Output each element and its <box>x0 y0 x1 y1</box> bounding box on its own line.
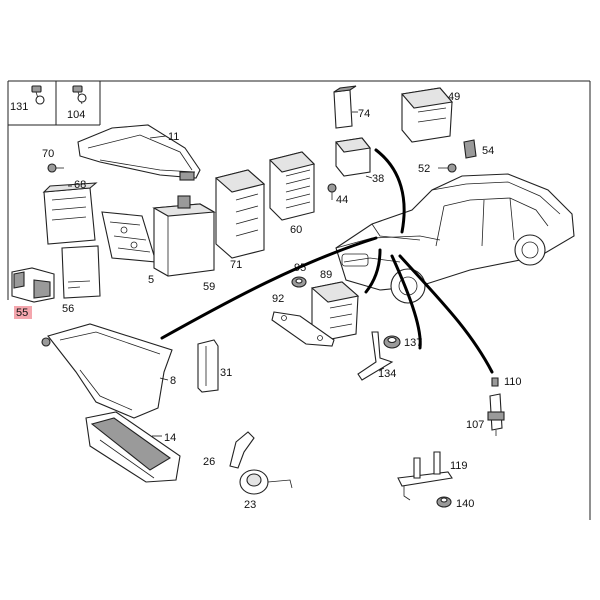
part-26-hose[interactable]: 26 <box>203 431 255 469</box>
label-8: 8 <box>170 375 176 387</box>
label-74: 74 <box>358 108 370 120</box>
label-38: 38 <box>372 173 384 185</box>
part-68-control-module[interactable]: 68 <box>42 179 98 245</box>
label-31: 31 <box>220 367 232 379</box>
part-92-plate[interactable]: 92 <box>271 293 335 347</box>
part-23-pump[interactable]: 23 <box>239 469 293 511</box>
part-89-fuse-relay-box[interactable]: 89 <box>310 269 360 341</box>
part-44-screw[interactable]: 44 <box>327 183 348 206</box>
pointer-bracket-to-car <box>390 254 422 350</box>
part-56-relay-module[interactable]: 56 <box>61 245 101 315</box>
label-44: 44 <box>336 194 348 206</box>
part-110-clip[interactable]: 110 <box>491 376 522 388</box>
part-134-bracket[interactable]: 134 <box>357 331 396 381</box>
pointer-sensor-to-car <box>398 254 494 374</box>
label-5: 5 <box>148 274 154 286</box>
label-119: 119 <box>450 460 468 472</box>
label-60: 60 <box>290 224 302 236</box>
part-71-module[interactable]: 71 <box>214 169 266 271</box>
part-11-fusebox-cover[interactable]: 11 <box>77 124 201 181</box>
pointer-housing-to-car <box>160 236 378 340</box>
label-59: 59 <box>203 281 215 293</box>
part-31-cover[interactable]: 31 <box>197 339 232 393</box>
part-55-fuse-block[interactable]: 55 <box>11 267 55 319</box>
part-140-nut[interactable]: 140 <box>436 496 474 510</box>
label-137: 137 <box>404 337 422 349</box>
pointer-holder-to-car <box>374 148 406 234</box>
label-131: 131 <box>10 101 28 113</box>
label-55: 55 <box>16 307 28 319</box>
label-55-highlight <box>14 306 32 319</box>
part-107-sensor[interactable]: 107 <box>466 393 505 436</box>
part-104-bolt[interactable]: 104 <box>67 85 87 121</box>
label-107: 107 <box>466 419 484 431</box>
part-5-bracket[interactable]: 5 <box>101 211 157 286</box>
diagram-frame <box>7 80 591 520</box>
label-52: 52 <box>418 163 430 175</box>
pointer-box-to-car <box>364 248 382 294</box>
label-56: 56 <box>62 303 74 315</box>
label-23: 23 <box>244 499 256 511</box>
label-134: 134 <box>378 368 396 380</box>
part-49-sam-module[interactable]: 49 <box>400 87 460 143</box>
part-59-control-box[interactable]: 59 <box>152 195 216 293</box>
label-140: 140 <box>456 498 474 510</box>
part-60-ecu[interactable]: 60 <box>268 151 316 236</box>
part-119-bracket[interactable]: 119 <box>397 451 468 501</box>
part-74-relay[interactable]: 74 <box>333 85 370 129</box>
label-92: 92 <box>272 293 284 305</box>
label-104: 104 <box>67 109 85 121</box>
label-26: 26 <box>203 456 215 468</box>
pointer-lines <box>160 148 494 374</box>
part-52-screw[interactable]: 52 <box>418 163 457 175</box>
label-49: 49 <box>448 91 460 103</box>
label-54: 54 <box>482 145 494 157</box>
label-68: 68 <box>74 179 86 191</box>
label-70: 70 <box>42 148 54 160</box>
part-54-clip[interactable]: 54 <box>463 139 494 159</box>
label-110: 110 <box>504 376 522 388</box>
part-70-screw[interactable]: 70 <box>42 148 64 173</box>
label-71: 71 <box>230 259 242 271</box>
part-8-housing[interactable]: 8 <box>41 323 176 419</box>
part-137-nut[interactable]: 137 <box>383 335 422 349</box>
label-14: 14 <box>164 432 176 444</box>
label-89: 89 <box>320 269 332 281</box>
part-38-relay-holder[interactable]: 38 <box>334 137 384 185</box>
label-11: 11 <box>168 131 179 143</box>
part-14-tray[interactable]: 14 <box>85 411 181 483</box>
part-131-bolt[interactable]: 131 <box>10 85 45 113</box>
